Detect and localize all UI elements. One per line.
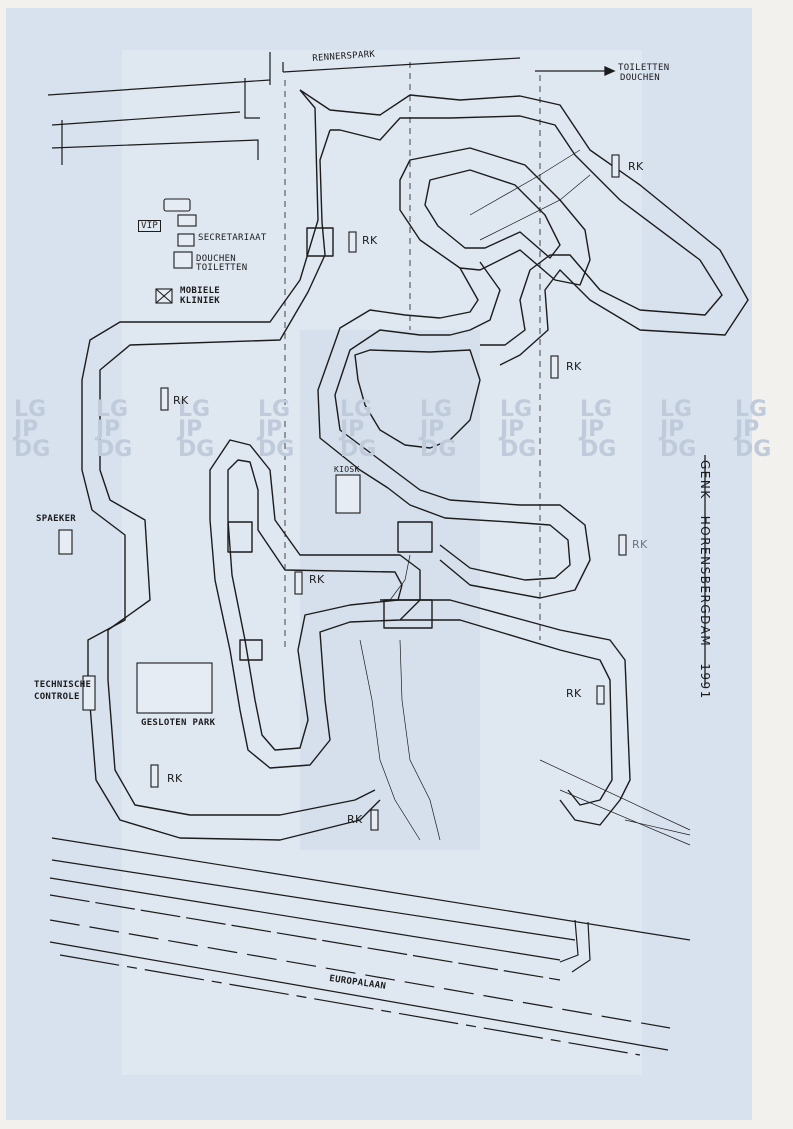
douchen-toiletten-label: DOUCHEN	[196, 254, 237, 264]
spaeker-label: SPAEKER	[36, 514, 77, 524]
rk-label: RK	[167, 772, 183, 785]
rk-label: RK	[566, 360, 582, 373]
rk-label: RK	[309, 573, 325, 586]
europalaan-road	[49, 837, 691, 1056]
track	[81, 89, 749, 841]
toiletten-arrow	[535, 65, 616, 77]
rennerspark-line	[282, 57, 521, 73]
douchen-toiletten-label-2: TOILETTEN	[196, 263, 248, 273]
title-circuit: HORENSBERGDAM	[698, 515, 712, 648]
rk-label: RK	[566, 687, 582, 700]
technische-controle-label-2: CONTROLE	[34, 692, 80, 702]
faded-photo-area	[122, 50, 642, 1075]
rk-label: RK	[628, 160, 644, 173]
spectator-lines	[359, 149, 691, 846]
gesloten-park-label: GESLOTEN PARK	[141, 718, 216, 728]
circuit-title: GENK HORENSBERGDAM 1991	[698, 460, 712, 716]
rk-boxes	[150, 154, 627, 831]
toiletten-label: TOILETTEN	[618, 63, 670, 73]
kiosk-label: KIOSK	[334, 465, 360, 474]
secretariaat-label: SECRETARIAAT	[198, 233, 267, 243]
mobiele-kliniek-label: MOBIELE	[180, 286, 221, 296]
rk-label: RK	[632, 538, 648, 551]
rk-label: RK	[173, 394, 189, 407]
title-place: GENK	[698, 460, 712, 500]
title-year: 1991	[698, 663, 712, 700]
rk-label: RK	[362, 234, 378, 247]
mobiele-kliniek-label-2: KLINIEK	[180, 296, 221, 306]
rk-label: RK	[347, 813, 363, 826]
vip-label: VIP	[138, 220, 162, 232]
douchen-label: DOUCHEN	[620, 73, 661, 83]
facility-icons	[58, 198, 361, 714]
dashed-guides	[284, 62, 541, 650]
paper-margin	[752, 0, 793, 1129]
technische-controle-label: TECHNISCHE	[34, 680, 92, 690]
boundary-lines	[47, 52, 271, 165]
